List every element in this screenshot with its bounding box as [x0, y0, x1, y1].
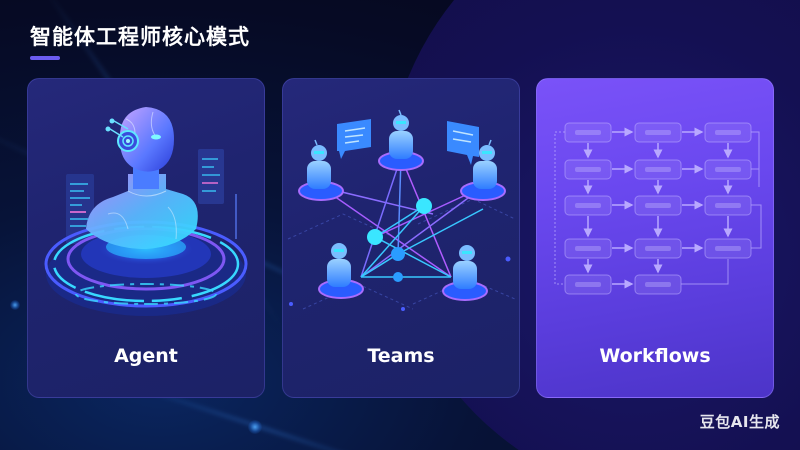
card-teams-label: Teams [367, 345, 435, 367]
background-glow-dot [248, 420, 262, 434]
card-workflows[interactable]: Workflows [536, 78, 774, 398]
robot-bust-icon [44, 107, 248, 316]
background-glow-dot [10, 300, 20, 310]
card-agent-label: Agent [114, 345, 178, 367]
card-teams[interactable]: Teams [282, 78, 520, 398]
robot-right [460, 139, 506, 201]
workflow-diagram-icon [554, 122, 762, 295]
team-network-icon [287, 109, 516, 311]
robot-bottom-right [442, 245, 488, 301]
ai-generated-watermark: 豆包AI生成 [699, 413, 780, 431]
robot-bottom-left [318, 243, 364, 299]
card-agent[interactable]: Agent [27, 78, 265, 398]
card-workflows-label: Workflows [599, 345, 711, 367]
robot-left [298, 139, 344, 201]
robot-top [378, 109, 424, 171]
slide-title: 智能体工程师核心模式 [30, 25, 250, 49]
title-accent-bar [30, 56, 60, 60]
